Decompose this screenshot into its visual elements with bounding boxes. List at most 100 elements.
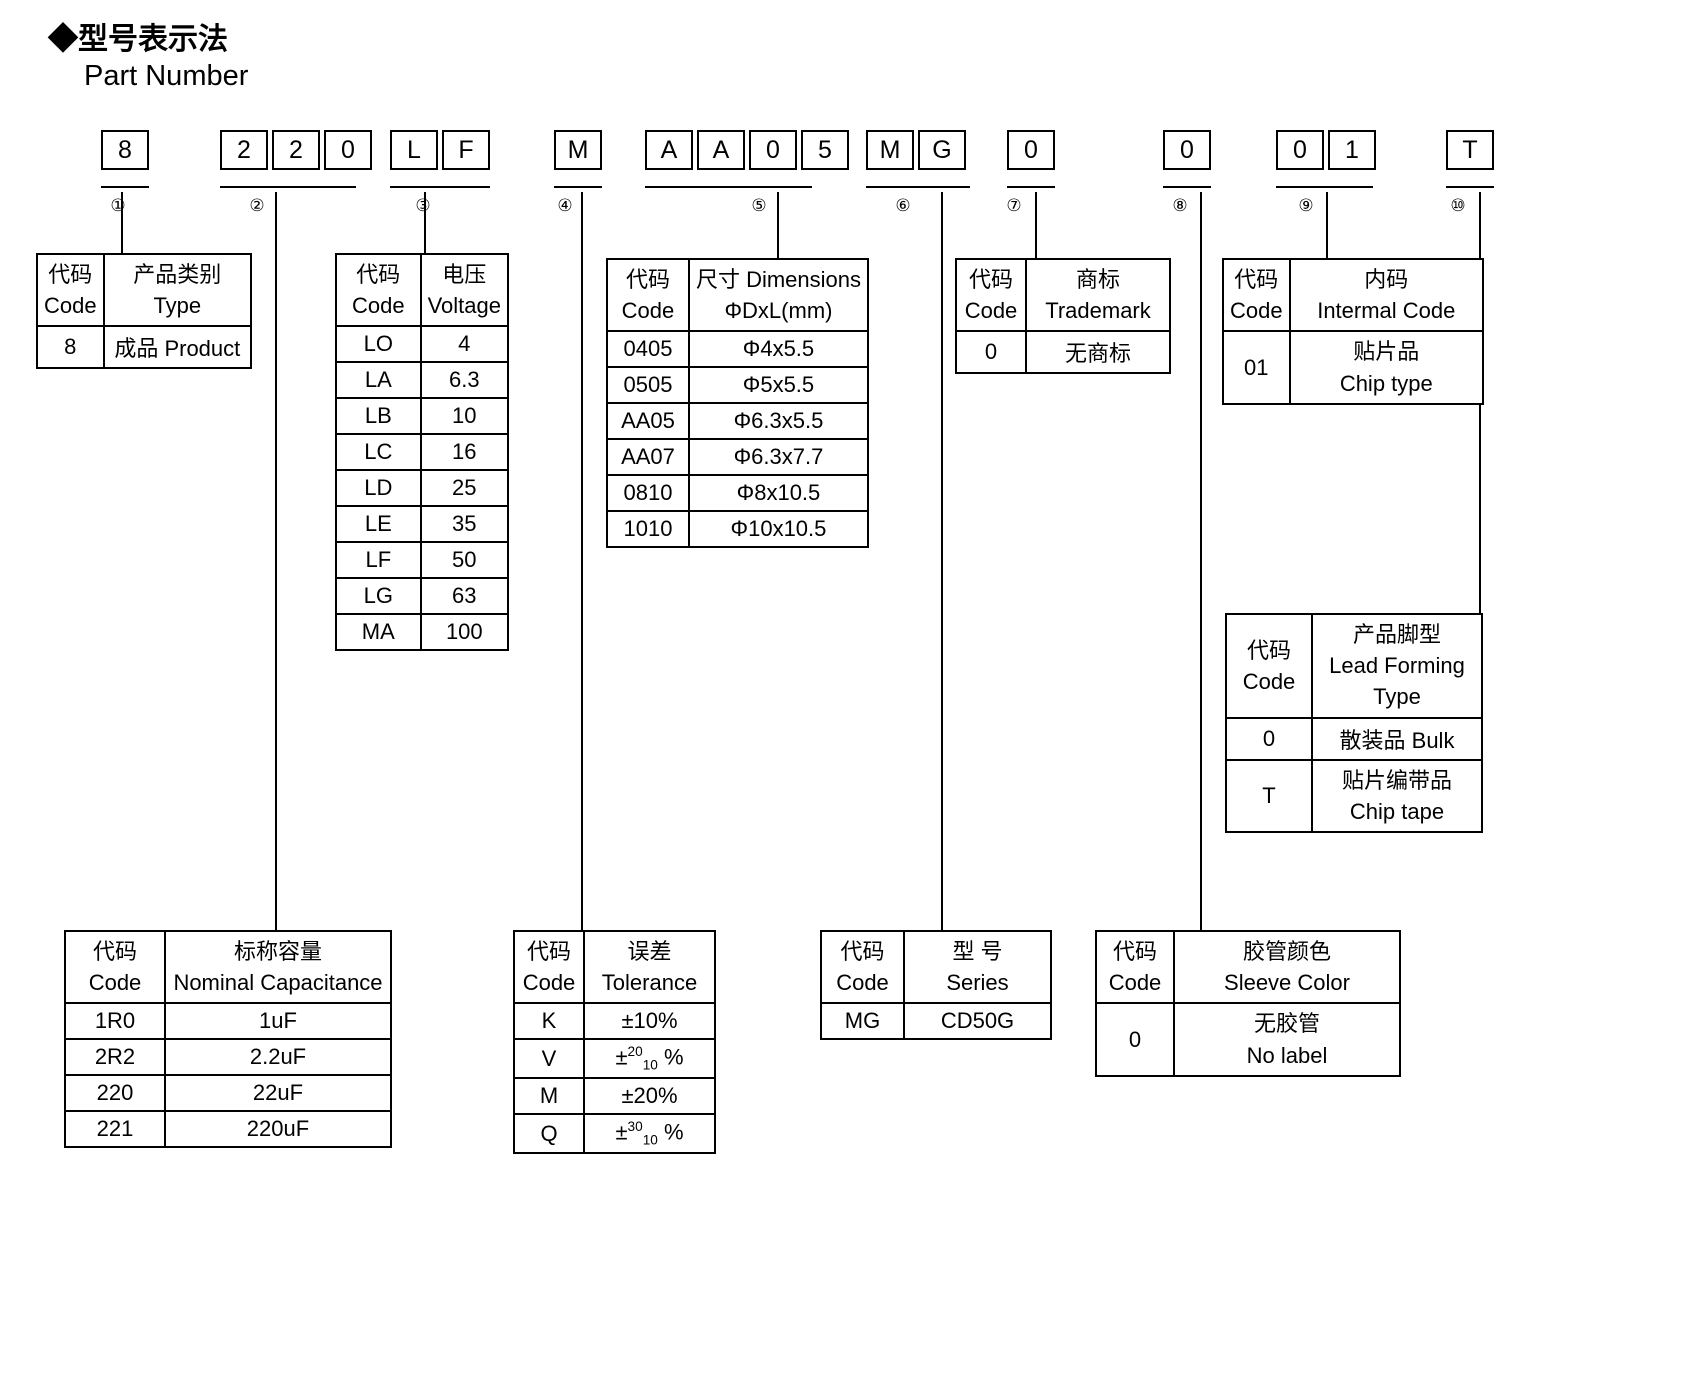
table-dimensions-header-code: 代码 Code — [606, 257, 690, 333]
group-underline — [866, 186, 970, 188]
header-en: Voltage — [427, 293, 501, 319]
table-row: V±2010 % — [513, 1038, 716, 1080]
cell-code: 0505 — [606, 366, 690, 405]
header-cn: 代码 — [356, 262, 401, 287]
cell-value-en: Chip tape — [1349, 798, 1445, 824]
cell-value: 10 — [419, 397, 510, 436]
leader-line — [121, 192, 123, 253]
table-row: 0 散装品 Bulk — [1225, 716, 1483, 761]
part-number-char: 0 — [1163, 130, 1211, 170]
cell-value: 22uF — [164, 1074, 392, 1113]
leader-line — [1326, 192, 1328, 258]
part-number-char: A — [645, 130, 693, 170]
table-type-header-code: 代码 Code — [36, 252, 105, 328]
cell-code: 1010 — [606, 510, 690, 549]
cell-value: 35 — [419, 505, 510, 544]
group-index-6: ⑥ — [895, 196, 911, 215]
table-row: 01 贴片品 Chip type — [1222, 330, 1485, 405]
cell-code: AA05 — [606, 402, 690, 441]
table-trademark-header-value: 商标 Trademark — [1025, 257, 1171, 333]
cell-value: 贴片编带品 Chip tape — [1311, 758, 1483, 834]
cell-code: T — [1225, 758, 1313, 834]
cell-value: Φ6.3x5.5 — [687, 402, 870, 441]
table-row: MG CD50G — [820, 1002, 1052, 1041]
part-number-char: A — [697, 130, 745, 170]
table-lead-forming-header-code: 代码 Code — [1225, 613, 1313, 719]
header-en: Type — [153, 293, 202, 319]
leader-line — [1035, 192, 1037, 258]
header-cn: 尺寸 Dimensions — [695, 267, 861, 292]
cell-code: K — [513, 1002, 585, 1041]
part-number-char: 5 — [801, 130, 849, 170]
table-trademark: 代码 Code 商标 Trademark 0 无商标 — [955, 257, 1171, 375]
cell-value-cn: 贴片编带品 — [1341, 767, 1452, 793]
cell-value: 无商标 — [1025, 330, 1171, 375]
group-index-2: ② — [249, 196, 265, 215]
table-row: K±10% — [513, 1002, 716, 1041]
table-tolerance: 代码 Code 误差 Tolerance K±10%V±2010 %M±20%Q… — [513, 929, 716, 1154]
table-row: 0 无胶管 No label — [1095, 1002, 1401, 1077]
part-number-char: 8 — [101, 130, 149, 170]
part-number-char: F — [442, 130, 490, 170]
header-cn: 误差 — [627, 939, 672, 964]
leader-line — [581, 192, 583, 930]
group-underline — [1276, 186, 1373, 188]
group-underline — [101, 186, 149, 188]
header-en-1: Lead Forming — [1329, 653, 1465, 679]
part-number-char: 1 — [1328, 130, 1376, 170]
cell-value-en: No label — [1246, 1042, 1328, 1068]
cell-code: 0405 — [606, 330, 690, 369]
cell-code: 01 — [1222, 330, 1291, 405]
table-row: 0 无商标 — [955, 330, 1171, 375]
cell-code: MA — [335, 613, 422, 652]
cell-value: ±3010 % — [583, 1113, 716, 1154]
cell-value: Φ5x5.5 — [687, 366, 870, 405]
cell-code: LA — [335, 361, 422, 400]
part-number-char: G — [918, 130, 966, 170]
cell-value: Φ8x10.5 — [687, 474, 870, 513]
header-cn: 代码 — [625, 267, 670, 292]
cell-value: ±10% — [583, 1002, 716, 1041]
cell-code: AA07 — [606, 438, 690, 477]
header-en: Code — [964, 298, 1018, 324]
table-voltage-header-value: 电压 Voltage — [419, 252, 510, 328]
part-number-char: 2 — [220, 130, 268, 170]
header-en: Code — [1108, 970, 1162, 996]
cell-value: 100 — [419, 613, 510, 652]
table-type-header-value: 产品类别 Type — [102, 252, 253, 328]
cell-code: LD — [335, 469, 422, 508]
table-sleeve-color-header-code: 代码 Code — [1095, 929, 1175, 1005]
cell-value: 2.2uF — [164, 1038, 392, 1077]
table-series-header-value: 型 号 Series — [903, 929, 1052, 1005]
table-capacitance-header-value: 标称容量 Nominal Capacitance — [164, 929, 392, 1005]
cell-value: ±2010 % — [583, 1038, 716, 1080]
header-cn: 代码 — [92, 939, 137, 964]
header-cn: 胶管颜色 — [1242, 939, 1331, 964]
part-number-char: 2 — [272, 130, 320, 170]
cell-code: 220 — [64, 1074, 166, 1113]
header-en: Code — [522, 970, 576, 996]
header-en-2: Type — [1373, 684, 1421, 710]
part-number-char: 0 — [1276, 130, 1324, 170]
cell-value: 1uF — [164, 1002, 392, 1041]
header-cn: 代码 — [48, 262, 93, 287]
cell-value: 4 — [419, 325, 510, 364]
cell-code: LF — [335, 541, 422, 580]
group-underline — [554, 186, 602, 188]
page-title-cn: ◆型号表示法 — [48, 23, 228, 56]
cell-value: 25 — [419, 469, 510, 508]
header-cn: 产品脚型 — [1352, 622, 1441, 647]
